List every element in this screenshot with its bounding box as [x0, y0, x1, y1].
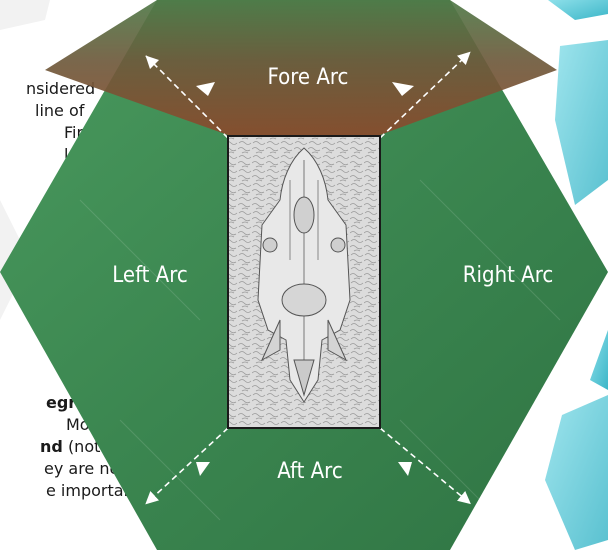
neighbor-hex: [590, 330, 608, 390]
fore-arc-label: Fore Arc: [268, 65, 349, 90]
right-arc-label: Right Arc: [463, 263, 553, 288]
aft-arc-label: Aft Arc: [277, 459, 342, 484]
neighbor-hex: [545, 395, 608, 550]
neighbor-hex-outline: [0, 0, 50, 30]
left-arc-label: Left Arc: [112, 263, 188, 288]
neighbor-hex: [548, 0, 608, 20]
neighbor-hex: [555, 40, 608, 205]
